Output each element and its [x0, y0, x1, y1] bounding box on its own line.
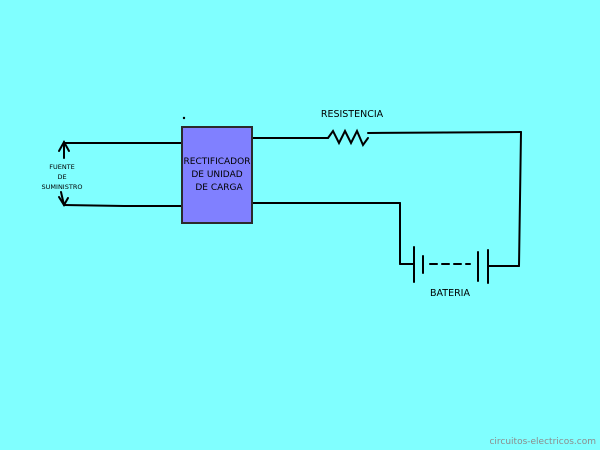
output-wire-right	[518, 131, 522, 267]
rectifier-line2: DE UNIDAD	[191, 170, 242, 180]
rectifier-block	[181, 126, 253, 224]
watermark: circuitos-electricos.com	[489, 437, 596, 447]
rectifier-line1: RECTIFICADOR	[184, 157, 251, 167]
battery-icon	[413, 246, 489, 284]
battery-label: BATERIA	[430, 288, 470, 299]
wires	[58, 128, 522, 267]
dot-mark	[182, 116, 186, 120]
rectifier-label: RECTIFICADOR DE UNIDAD DE CARGA	[184, 157, 251, 193]
rectifier-line3: DE CARGA	[195, 183, 243, 193]
source-arrow-down-icon	[58, 196, 69, 207]
input-wire-bottom	[63, 204, 183, 207]
output-wire-top-2	[367, 131, 522, 134]
source-line2: DE	[57, 173, 66, 181]
source-label: FUENTE DE SUMINISTRO	[42, 163, 83, 191]
source-line3: SUMINISTRO	[42, 183, 83, 191]
source-line1: FUENTE	[49, 163, 75, 171]
resistor-icon	[327, 128, 369, 148]
resistor-label: RESISTENCIA	[321, 109, 384, 120]
